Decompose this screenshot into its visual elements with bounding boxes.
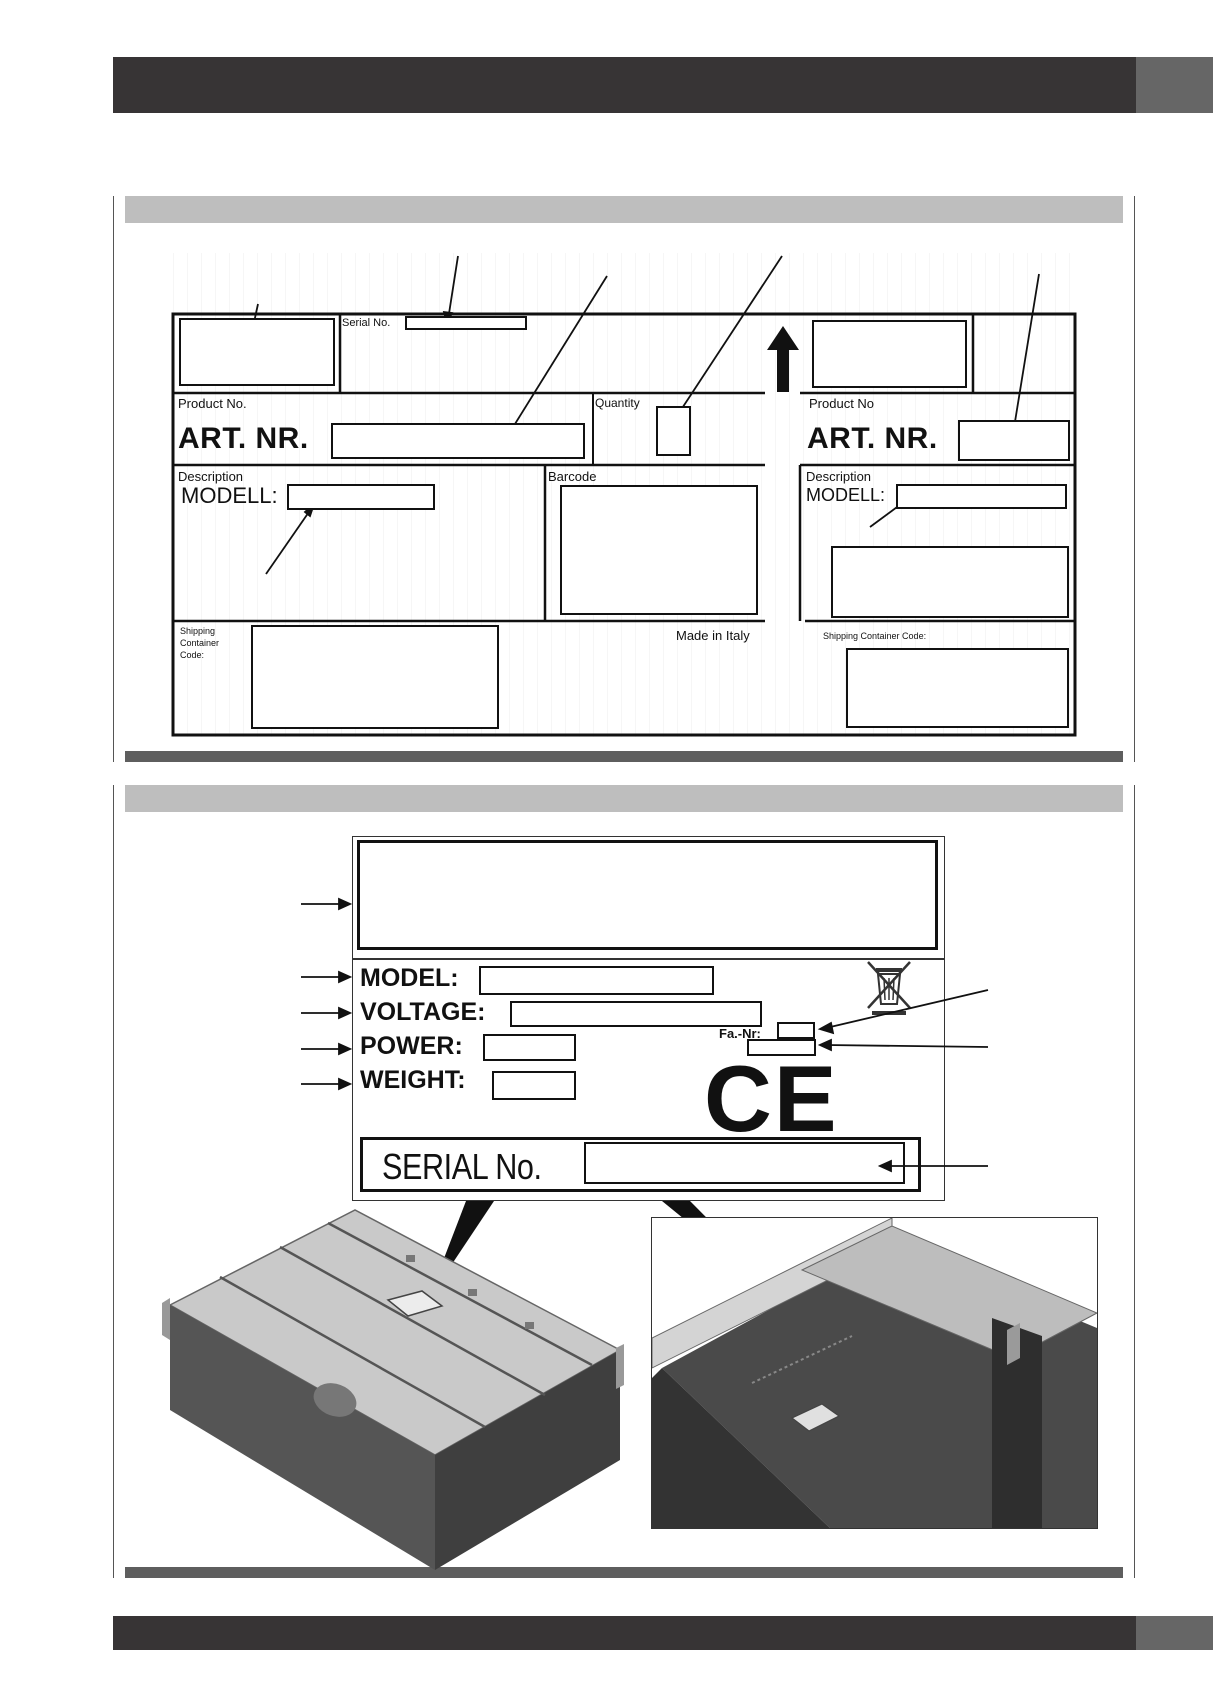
section2-right-rule	[1134, 785, 1135, 1578]
section2-left-rule	[113, 785, 114, 1578]
product-no-label: Product No.	[178, 396, 247, 411]
quantity-value-box	[656, 406, 691, 456]
right-modell-label: MODELL:	[806, 485, 886, 505]
modell-label: MODELL:	[181, 483, 278, 508]
footer-tab	[1136, 1616, 1213, 1650]
right-description-label: Description	[806, 469, 872, 484]
right-modell-value-box	[896, 484, 1067, 509]
shipping-container-label: Shipping Container Code:	[180, 626, 220, 660]
weight-label: WEIGHT:	[360, 1066, 466, 1094]
fa-nr-value-box	[777, 1022, 815, 1039]
ce-mark: CE	[704, 1046, 839, 1151]
made-in-label: Made in Italy	[676, 628, 750, 643]
power-value-box	[483, 1034, 576, 1061]
serial-label: Serial No.	[342, 317, 391, 329]
barcode-label: Barcode	[548, 469, 597, 484]
footer-band	[113, 1616, 1136, 1650]
right-art-nr-label: ART. NR.	[807, 422, 938, 455]
model-value-box	[479, 966, 714, 995]
right-shipping-container-box	[846, 648, 1069, 728]
section1-header-bar	[125, 196, 1123, 223]
quantity-label: Quantity	[595, 396, 640, 410]
voltage-value-box	[510, 1001, 762, 1027]
device-top-illustration	[160, 1205, 630, 1580]
shipping-container-box	[251, 625, 499, 729]
rating-plate-logo-box	[357, 840, 938, 950]
section1-footer-bar	[125, 751, 1123, 762]
voltage-label: VOLTAGE:	[360, 998, 486, 1026]
weight-value-box	[492, 1071, 576, 1100]
section1-right-rule	[1134, 196, 1135, 762]
serial-no-label: SERIAL No.	[382, 1146, 542, 1187]
art-nr-value-box	[331, 423, 585, 459]
header-band	[113, 57, 1136, 113]
art-nr-label: ART. NR.	[178, 422, 309, 455]
right-shipping-container-label: Shipping Container Code:	[823, 631, 927, 641]
right-art-nr-value-box	[958, 420, 1070, 461]
right-logo-box	[812, 320, 967, 388]
fa-nr-second-box	[747, 1039, 816, 1056]
right-product-no-label: Product No	[809, 396, 875, 411]
serial-value-box	[584, 1142, 905, 1184]
serial-value-box	[405, 316, 527, 330]
fa-nr-label: Fa.-Nr:	[719, 1026, 761, 1041]
right-description-box	[831, 546, 1069, 618]
rating-plate-divider	[352, 958, 945, 960]
device-detail-illustration	[651, 1217, 1098, 1529]
modell-value-box	[287, 484, 435, 510]
logo-box	[179, 318, 335, 386]
power-label: POWER:	[360, 1032, 463, 1060]
model-label: MODEL:	[360, 964, 459, 992]
header-tab	[1136, 57, 1213, 113]
section2-header-bar	[125, 785, 1123, 812]
barcode-box	[560, 485, 758, 615]
section1-left-rule	[113, 196, 114, 762]
section2-footer-bar	[125, 1567, 1123, 1578]
description-label: Description	[178, 469, 244, 484]
